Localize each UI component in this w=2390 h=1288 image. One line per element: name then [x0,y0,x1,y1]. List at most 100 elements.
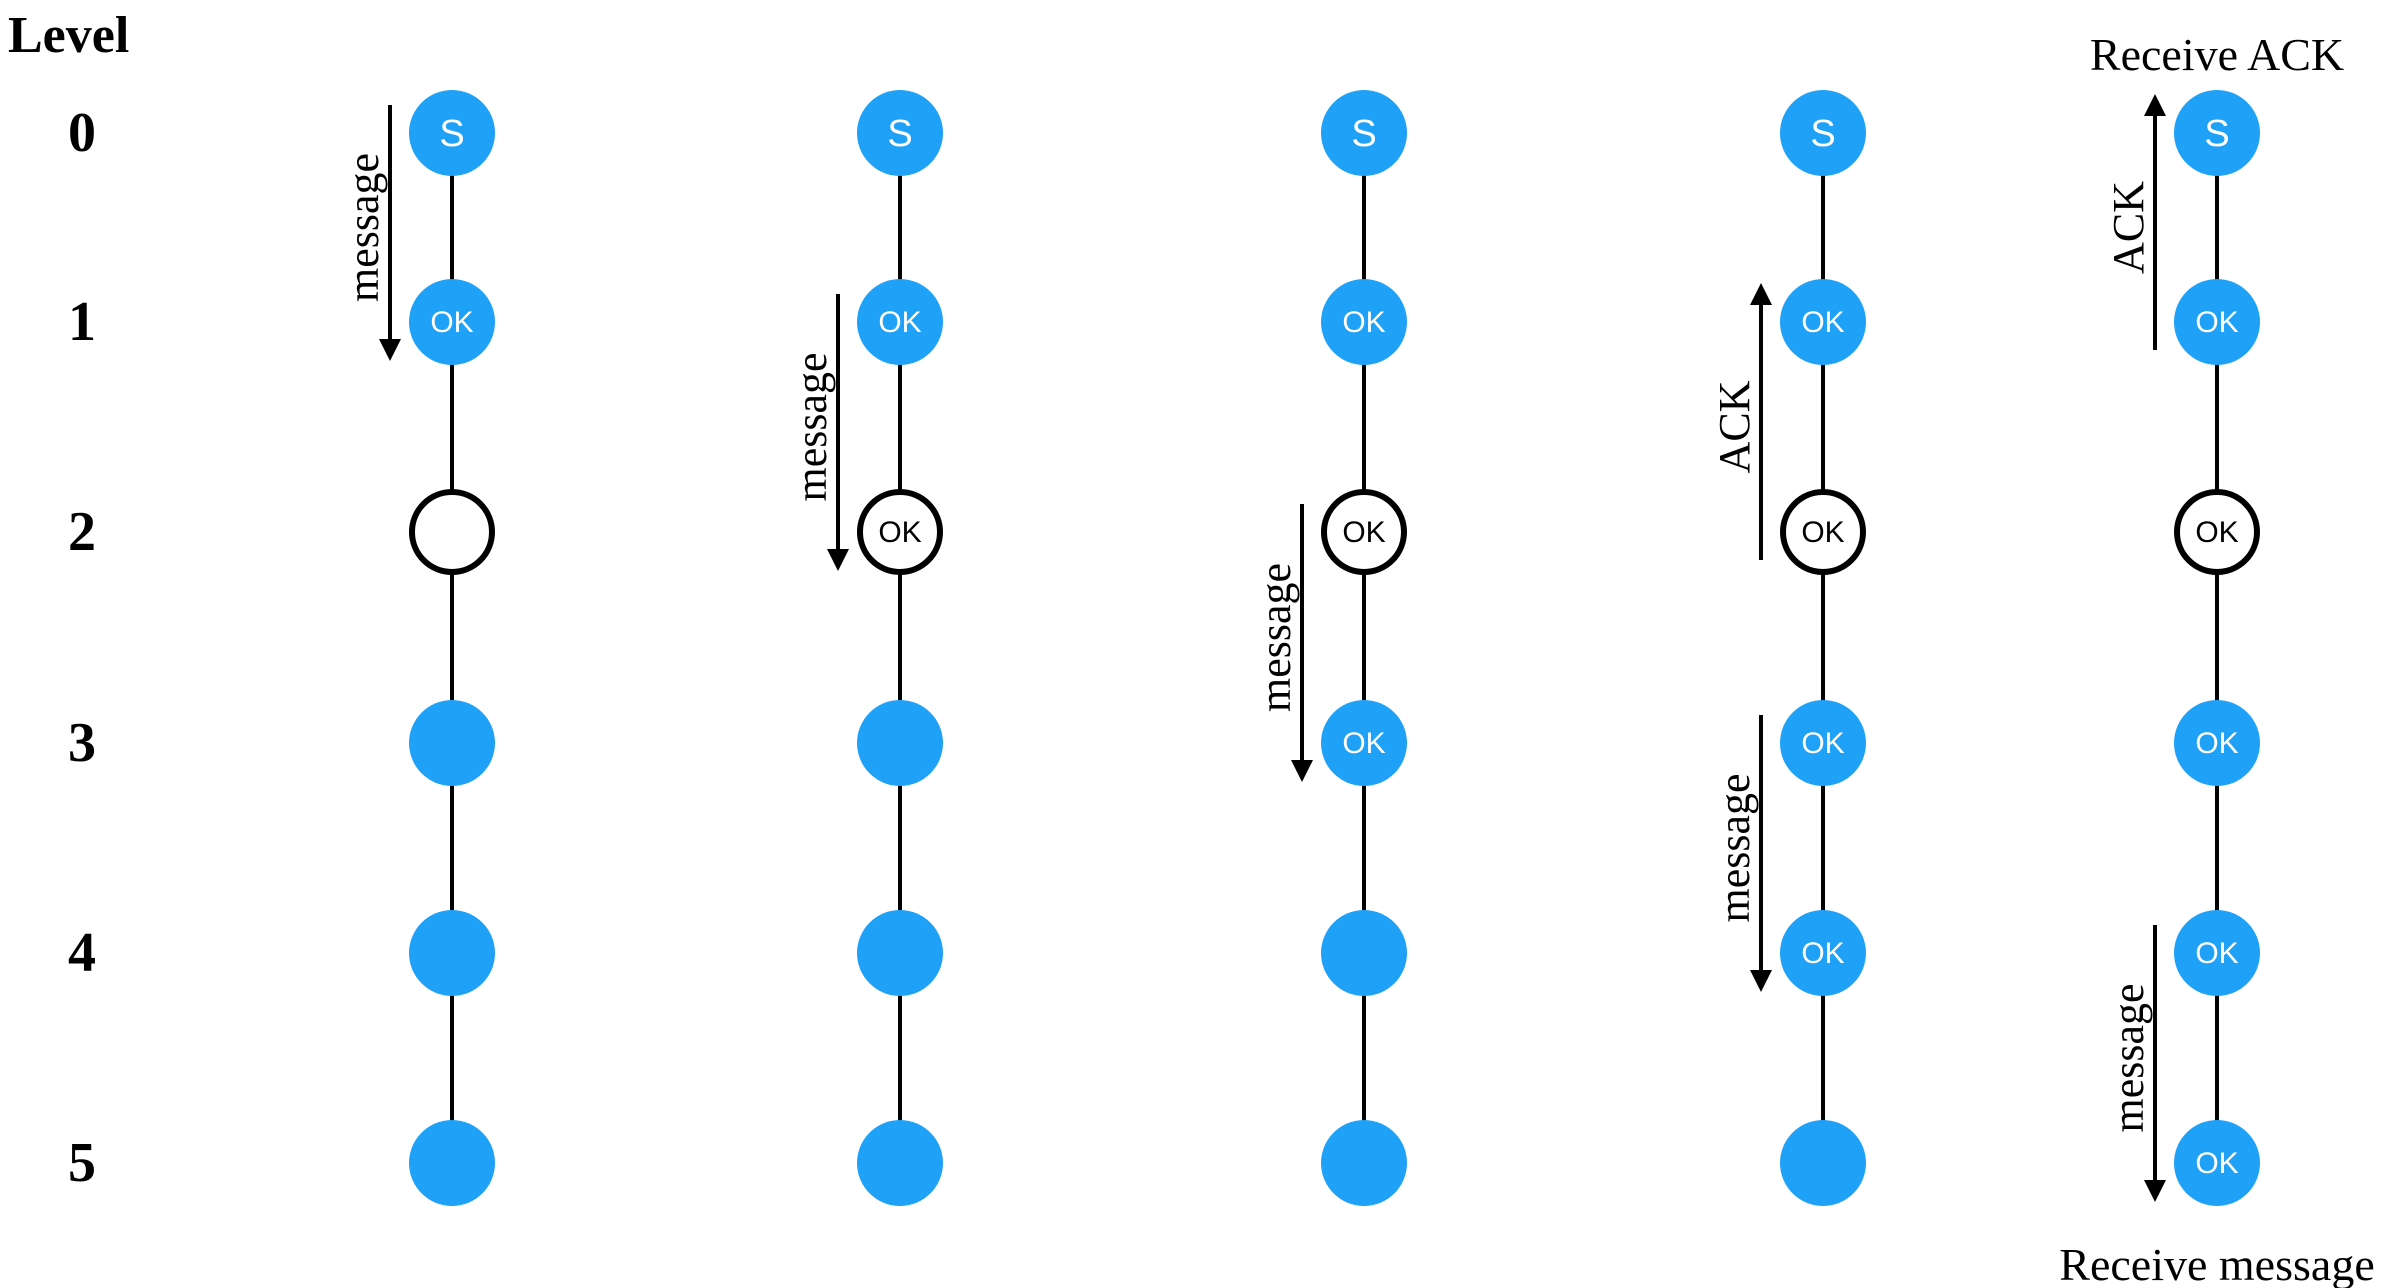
node-circle [2174,1120,2260,1206]
node-level-5: OK [2174,1120,2260,1206]
message-arrow: message [1710,715,1772,992]
node-level-0: S [857,90,943,176]
node-circle [409,90,495,176]
level-label-2: 2 [68,501,96,563]
node-circle [409,1120,495,1206]
node-circle [857,700,943,786]
level-header: Level [8,7,129,64]
node-circle [2174,279,2260,365]
ack-arrow: ACK [1710,283,1772,560]
node-level-0: S [1321,90,1407,176]
level-label-0: 0 [68,102,96,164]
message-arrow: message [2104,925,2166,1202]
node-label-ok: OK [1801,306,1844,339]
step-3: S OK OK OK message [1251,90,1407,1206]
node-circle [857,90,943,176]
node-circle [409,279,495,365]
node-circle [1780,90,1866,176]
node-circle-hollow [857,489,943,575]
level-label-1: 1 [68,291,96,353]
node-label-ok: OK [1342,306,1385,339]
node-circle [409,700,495,786]
node-level-2 [409,489,495,575]
node-label-source: S [2204,113,2229,155]
node-label-source: S [1810,113,1835,155]
node-label-ok: OK [2195,1147,2238,1180]
node-circle [1780,910,1866,996]
node-label-ok: OK [2195,516,2238,549]
node-label-ok: OK [1801,937,1844,970]
node-circle [2174,910,2260,996]
node-level-4: OK [2174,910,2260,996]
node-label-ok: OK [1342,727,1385,760]
steps: S OK message S OK OK message S OK OK OK message S OK O… [339,29,2375,1288]
node-level-3 [857,700,943,786]
message-label: message [1251,563,1300,712]
node-level-1: OK [1780,279,1866,365]
node-level-2: OK [1321,489,1407,575]
node-circle [857,279,943,365]
node-level-2: OK [1780,489,1866,575]
node-circle [857,910,943,996]
node-circle-hollow [1321,489,1407,575]
node-level-2: OK [857,489,943,575]
node-circle [1321,1120,1407,1206]
node-level-1: OK [1321,279,1407,365]
node-circle [1321,910,1407,996]
node-circle-hollow [2174,489,2260,575]
step-1: S OK message [339,90,495,1206]
node-level-0: S [409,90,495,176]
node-circle-hollow [1780,489,1866,575]
node-circle-hollow [409,489,495,575]
node-circle [1321,700,1407,786]
node-circle [409,910,495,996]
message-arrow: message [1251,504,1313,782]
level-label-4: 4 [68,922,96,984]
node-label-source: S [887,113,912,155]
node-level-5 [409,1120,495,1206]
node-level-4 [1321,910,1407,996]
node-circle [1780,279,1866,365]
node-circle [857,1120,943,1206]
node-label-source: S [439,113,464,155]
node-label-ok: OK [1342,516,1385,549]
node-label-ok: OK [1801,516,1844,549]
ack-label: ACK [2104,181,2153,274]
node-label-ok: OK [878,306,921,339]
node-level-5 [1780,1120,1866,1206]
node-circle [1780,700,1866,786]
message-label: message [2104,983,2153,1132]
ack-arrow: ACK [2104,94,2166,350]
caption-receive-ack: Receive ACK [2090,29,2344,80]
node-label-ok: OK [878,516,921,549]
node-label-source: S [1351,113,1376,155]
node-level-1: OK [2174,279,2260,365]
node-level-3: OK [2174,700,2260,786]
node-level-3: OK [1321,700,1407,786]
node-level-0: S [1780,90,1866,176]
node-level-4 [409,910,495,996]
node-level-4 [857,910,943,996]
step-5: S OK OK OK OK OK ACK message Receive ACK Receive … [2059,29,2374,1288]
node-level-1: OK [857,279,943,365]
node-circle [1321,279,1407,365]
node-level-5 [857,1120,943,1206]
message-arrow: message [787,294,849,571]
node-level-4: OK [1780,910,1866,996]
node-label-ok: OK [2195,306,2238,339]
node-level-2: OK [2174,489,2260,575]
caption-receive-message: Receive message [2059,1239,2374,1288]
node-label-ok: OK [2195,727,2238,760]
ack-label: ACK [1710,380,1759,473]
node-label-ok: OK [1801,727,1844,760]
node-level-5 [1321,1120,1407,1206]
node-level-0: S [2174,90,2260,176]
message-arrow: message [339,105,401,361]
node-circle [2174,90,2260,176]
node-label-ok: OK [430,306,473,339]
node-circle [1321,90,1407,176]
message-label: message [1710,773,1759,922]
node-level-1: OK [409,279,495,365]
